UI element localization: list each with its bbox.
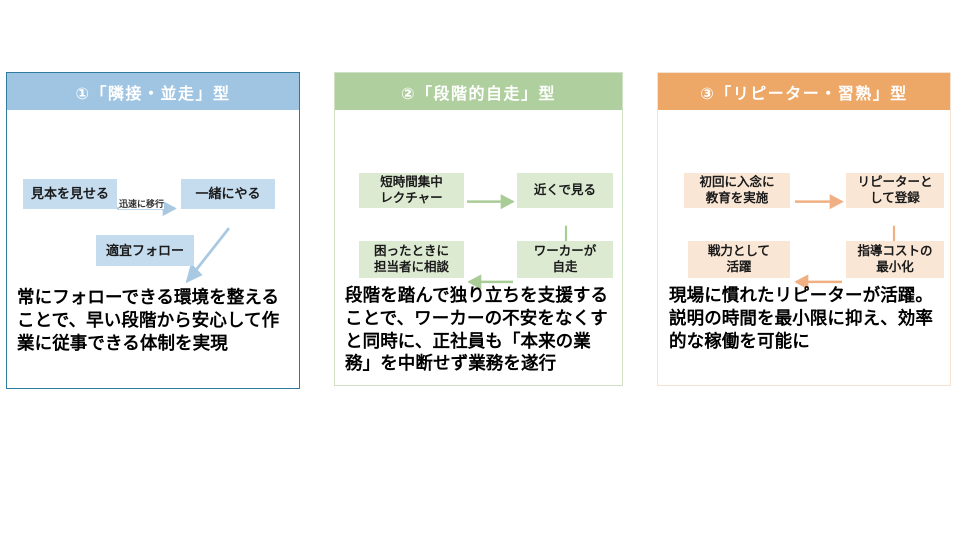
node-active-as-workforce: 戦力として 活躍 bbox=[688, 241, 790, 278]
panel-3-title: ③「リピーター・習熟」型 bbox=[658, 73, 950, 110]
panel-stepwise-autonomy: ②「段階的自走」型 短時間集中 レクチャー 近くで見る ワーカーが 自走 bbox=[334, 72, 623, 386]
node-do-together: 一緒にやる bbox=[181, 179, 275, 209]
panel-1-title: ①「隣接・並走」型 bbox=[7, 73, 299, 110]
node-show-example: 見本を見せる bbox=[23, 179, 117, 209]
node-minimize-coaching-cost: 指導コストの 最小化 bbox=[846, 241, 944, 278]
panel-2-caption: 段階を踏んで独り立ちを支援することで、ワーカーの不安をなくすと同時に、正社員も「… bbox=[345, 285, 609, 374]
panel-3-caption: 現場に慣れたリピーターが活躍。説明の時間を最小限に抑え、効率的な稼働を可能に bbox=[669, 285, 933, 351]
node-register-as-repeater: リピーターと して登録 bbox=[846, 173, 944, 208]
panel-3-body: 初回に入念に 教育を実施 リピーターと して登録 指導コストの 最小化 戦力とし… bbox=[658, 110, 950, 385]
node-watch-up-close: 近くで見る bbox=[517, 173, 613, 208]
panel-adjacent-parallel: ①「隣接・並走」型 見本を見せる 一緒にやる 適宜フォロー 迅速に移行 bbox=[6, 72, 300, 389]
panel-2-title: ②「段階的自走」型 bbox=[335, 73, 622, 110]
node-follow-as-needed: 適宜フォロー bbox=[96, 235, 194, 266]
panel-1-body: 見本を見せる 一緒にやる 適宜フォロー 迅速に移行 bbox=[7, 110, 299, 388]
panel-repeater-proficiency: ③「リピーター・習熟」型 初回に入念に 教育を実施 リピーターと して登録 指導… bbox=[657, 72, 951, 386]
node-worker-self-driven: ワーカーが 自走 bbox=[517, 241, 613, 278]
edge-label-swift-transition: 迅速に移行 bbox=[119, 199, 165, 209]
node-thorough-first-training: 初回に入念に 教育を実施 bbox=[684, 173, 790, 208]
node-consult-when-stuck: 困ったときに 担当者に相談 bbox=[359, 241, 464, 278]
panel-1-caption: 常にフォローできる環境を整えることで、早い段階から安心して作業に従事できる体制を… bbox=[17, 287, 280, 353]
panel-2-body: 短時間集中 レクチャー 近くで見る ワーカーが 自走 困ったときに 担当者に相談 bbox=[335, 110, 622, 385]
panel-2-flow-diagram: 短時間集中 レクチャー 近くで見る ワーカーが 自走 困ったときに 担当者に相談 bbox=[335, 110, 622, 385]
panel-1-flow-diagram: 見本を見せる 一緒にやる 適宜フォロー 迅速に移行 bbox=[7, 110, 299, 388]
node-short-intensive-lecture: 短時間集中 レクチャー bbox=[359, 173, 464, 208]
panel-3-flow-diagram: 初回に入念に 教育を実施 リピーターと して登録 指導コストの 最小化 戦力とし… bbox=[658, 110, 950, 385]
